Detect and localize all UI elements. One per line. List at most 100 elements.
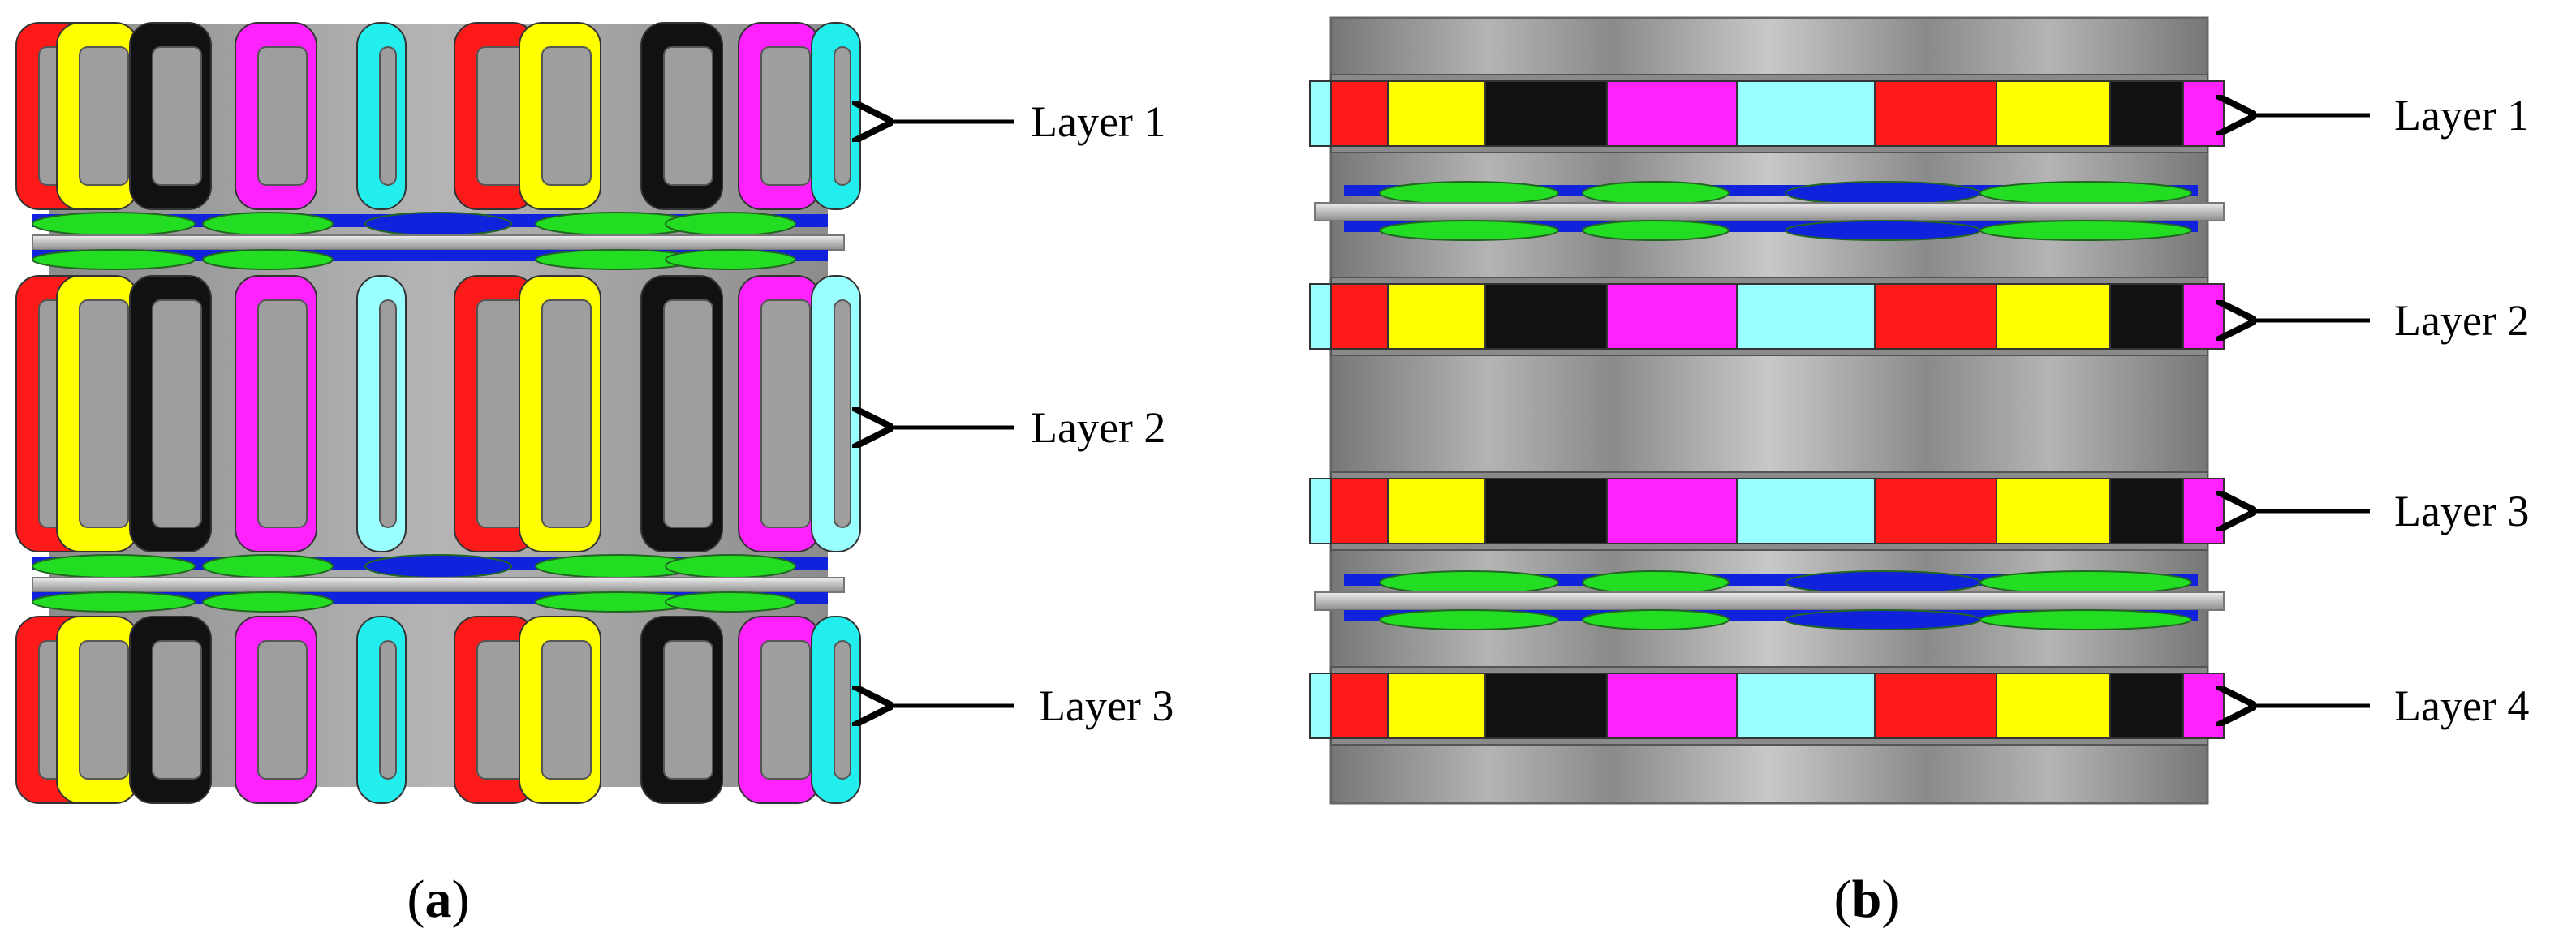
magnet [1379,181,1559,205]
coil-core [79,46,129,186]
plate [32,234,845,251]
magnet [32,554,196,578]
plate [32,577,845,593]
coil-band [1387,478,1486,544]
magnet [32,249,196,270]
magnet [1979,181,2192,205]
magnet [364,554,512,578]
coil-band [1996,673,2111,739]
coil-band [2109,80,2184,147]
coil-row [15,22,861,210]
coil-band [2109,673,2184,739]
magnet [665,249,796,270]
panel-b: Layer 1 Layer 2 Layer 3 Layer 4 (b) [1309,16,2529,929]
magnet [1379,609,1559,630]
separator-group [1314,181,2225,630]
coil-band [1309,478,1332,544]
magnet [1785,181,1981,205]
magnet [202,554,334,578]
coil-band [2109,283,2184,350]
coil-band [1309,80,1332,147]
magnet [1582,609,1730,630]
coil-band [1309,283,1332,350]
coil-band [1736,478,1876,544]
coil-band [1484,673,1608,739]
coil-core [379,46,397,186]
coil-band [1736,673,1876,739]
layer-label-group: Layer 2 [2248,296,2529,345]
coil-core [834,46,851,186]
magnet [1379,220,1559,241]
plate [1314,202,2225,221]
coil-core [79,299,129,528]
magnet [1379,570,1559,595]
magnet [202,212,334,236]
coil-band [1874,673,1997,739]
magnet [1785,609,1981,630]
layer-label-group: Layer 2 [885,403,1165,452]
layer-label: Layer 2 [1031,403,1165,452]
magnet [1582,220,1730,241]
magnet [665,591,796,613]
magnet [1979,570,2192,595]
separator-plate [32,554,845,613]
coil-band [2182,283,2225,350]
magnet [1979,609,2192,630]
coil-core [760,299,811,528]
coil-band [1996,80,2111,147]
magnet [665,212,796,236]
coil-band [1387,283,1486,350]
coil-band [2182,80,2225,147]
panel-caption: (a) [407,870,470,929]
coil-core [152,299,202,528]
coil-band [1484,283,1608,350]
coil-band [1736,80,1876,147]
coil-core [257,46,308,186]
plate [1314,591,2225,611]
magnet [1785,220,1981,241]
coil-band [1330,478,1389,544]
coil-core [760,640,811,780]
coil-band [1484,478,1608,544]
coil-band [1874,80,1997,147]
coil-band [1996,283,2111,350]
layer-label-group: Layer 1 [885,97,1165,146]
magnet [1582,570,1730,595]
layer-label: Layer 2 [2394,296,2529,345]
coil-band [1387,673,1486,739]
magnet [364,212,512,236]
coil-core [152,46,202,186]
coil-band [2109,478,2184,544]
layer-label: Layer 3 [2394,487,2529,535]
coil-band [1330,283,1389,350]
layer-label-group: Layer 3 [885,681,1174,730]
magnet [32,212,196,236]
coil-core [663,299,713,528]
magnet [1979,220,2192,241]
panel-caption: (b) [1834,870,1900,929]
coil-band [1736,283,1876,350]
coil-band [1309,673,1332,739]
coil-row [15,616,861,804]
coil-core [379,299,397,528]
coil-band [1484,80,1608,147]
coil-core [834,640,851,780]
coil-band-group [1309,74,2225,746]
magnet [32,591,196,613]
coil-core [834,299,851,528]
coil-band [1330,673,1389,739]
coil-core [760,46,811,186]
coil-band [2182,478,2225,544]
layer-label: Layer 1 [2394,91,2529,140]
layer-label: Layer 1 [1031,97,1165,146]
coil-core [541,46,592,186]
coil-core [152,640,202,780]
coil-core [541,640,592,780]
coil-core [379,640,397,780]
coil-band [1387,80,1486,147]
layer-label-group: Layer 3 [2248,487,2529,535]
coil-band [1606,80,1738,147]
coil-band [1606,478,1738,544]
magnet [1582,181,1730,205]
